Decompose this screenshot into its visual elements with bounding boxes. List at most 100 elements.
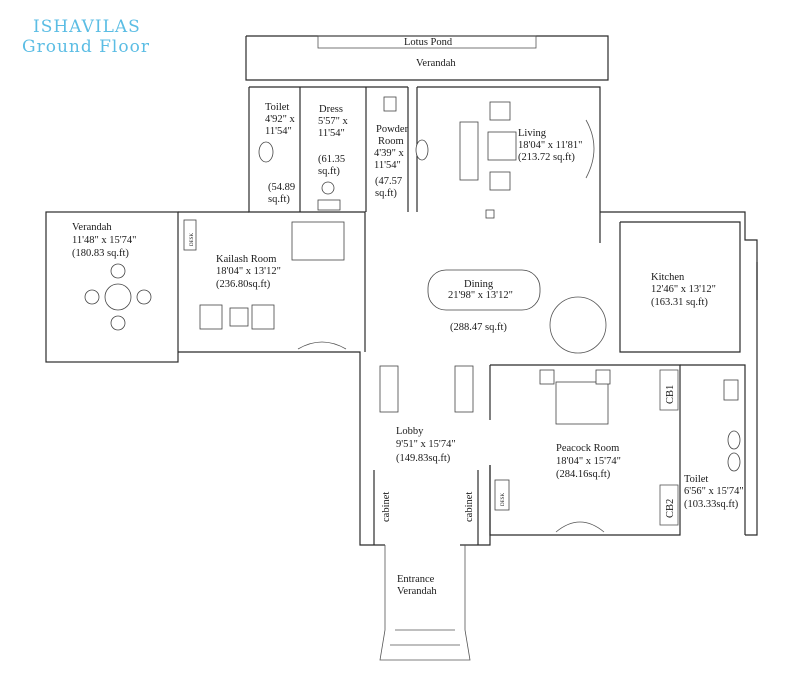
verandah-chair-top (110, 263, 126, 279)
room-dim: 5'57" x (318, 116, 349, 127)
room-dim: 6'56" x 15'74" (684, 486, 744, 497)
room-peacock: Peacock Room 18'04" x 15'74" (284.16sq.f… (556, 443, 621, 480)
room-lobby: Lobby 9'51" x 15'74" (149.83sq.ft) (396, 426, 456, 464)
room-kailash: Kailash Room 18'04" x 13'12" (236.80sq.f… (216, 254, 281, 290)
lobby-left-wall (359, 362, 385, 546)
right-toilet-basin-1 (727, 430, 741, 450)
peacock-arc (555, 521, 605, 533)
room-name: Verandah (397, 586, 437, 597)
room-dim: 12'46" x 13'12" (651, 284, 716, 295)
cb1-label: CB1 (665, 385, 676, 404)
living-walls (417, 86, 601, 243)
room-name: Kailash Room (216, 254, 276, 265)
room-name: Entrance (397, 574, 435, 585)
room-dim: 9'51" x 15'74" (396, 439, 456, 450)
room-name: Verandah (72, 222, 112, 233)
room-name: Room (378, 136, 404, 147)
living-table (487, 131, 517, 161)
room-area: sq.ft) (375, 188, 397, 199)
room-toilet-top: Toilet 4'92" x 11'54" (54.89 sq.ft) (265, 102, 296, 205)
room-dim: 11'54" (374, 160, 401, 171)
room-living: Living 18'04" x 11'81" (213.72 sq.ft) (518, 128, 582, 163)
cabinet-right-label: cabinet (464, 492, 475, 522)
cb2-cabinet (659, 484, 679, 526)
room-area: (61.35 (318, 154, 345, 165)
room-dress: Dress 5'57" x 11'54" (61.35 sq.ft) (318, 104, 349, 177)
powder-basin (415, 139, 429, 161)
left-verandah-outline (45, 211, 179, 363)
desk-kailash-label: DESK (190, 233, 195, 246)
lobby-right-wall (460, 465, 491, 546)
room-area: (284.16sq.ft) (556, 469, 611, 480)
room-area: (54.89 (268, 182, 295, 193)
powder-wc (383, 96, 397, 112)
room-area: (163.31 sq.ft) (651, 297, 708, 308)
walls (45, 35, 758, 661)
verandah-chair-right (136, 289, 152, 305)
room-name: Lobby (396, 426, 424, 437)
room-name: Living (518, 128, 547, 139)
lotus-pond-outline (317, 35, 537, 49)
room-name: Toilet (684, 474, 708, 485)
right-toilet-walls (680, 364, 746, 535)
room-name: Powder (376, 124, 409, 135)
lobby-sofa-right (454, 365, 474, 413)
room-dim: 18'04" x 15'74" (556, 456, 621, 467)
room-dim: 11'54" (318, 128, 345, 139)
room-area: sq.ft) (318, 166, 340, 177)
kitchen-walls (619, 221, 741, 353)
room-dim: 11'48" x 15'74" (72, 235, 136, 246)
room-dim: 4'92" x (265, 114, 296, 125)
dining-table (427, 269, 541, 311)
room-toilet-right: Toilet 6'56" x 15'74" (103.33sq.ft) (684, 474, 744, 510)
room-name: Kitchen (651, 272, 685, 283)
room-dining: Dining 21'98" x 13'12" (288.47 sq.ft) (448, 279, 513, 333)
room-dim: 11'54" (265, 126, 292, 137)
room-area: (236.80sq.ft) (216, 279, 271, 290)
right-outer-wall (600, 211, 758, 536)
kailash-desk (183, 219, 197, 251)
room-name: Toilet (265, 102, 289, 113)
room-area: (47.57 (375, 176, 402, 187)
lotus-pond-label: Lotus Pond (404, 37, 453, 48)
verandah-chair-bottom (110, 315, 126, 331)
kailash-bottom-wall (178, 351, 361, 362)
cb1-cabinet (659, 369, 679, 411)
living-armchair-top (489, 101, 511, 121)
room-area: (103.33sq.ft) (684, 499, 739, 510)
room-area: (149.83sq.ft) (396, 453, 451, 464)
cabinet-left-label: cabinet (381, 492, 392, 522)
living-arc (585, 119, 595, 179)
peacock-desk (494, 479, 510, 511)
right-toilet-wc (723, 379, 739, 401)
verandah-chair-left (84, 289, 100, 305)
kailash-chair-right (251, 304, 275, 330)
entrance-verandah-outline (379, 545, 471, 661)
room-dim: 21'98" x 13'12" (448, 290, 513, 301)
kailash-bed (291, 221, 345, 261)
top-verandah-label: Verandah (416, 58, 456, 69)
room-dim: 18'04" x 11'81" (518, 140, 582, 151)
desk-peacock-label: DESK (501, 493, 506, 506)
spiral-stair (549, 296, 607, 354)
plan-title-line1: ISHAVILAS (33, 17, 141, 37)
peacock-side-table-right (595, 369, 611, 385)
toilet-top-basin (258, 141, 274, 163)
dress-dresser (317, 199, 341, 211)
peacock-side-table-left (539, 369, 555, 385)
room-dim: 4'39" x (374, 148, 405, 159)
lobby-sofa-left (379, 365, 399, 413)
plan-title-line2: Ground Floor (22, 37, 150, 57)
cb2-label: CB2 (665, 499, 676, 518)
kailash-table (229, 307, 249, 327)
room-verandah-left: Verandah 11'48" x 15'74" (180.83 sq.ft) (72, 222, 136, 259)
room-kitchen: Kitchen 12'46" x 13'12" (163.31 sq.ft) (651, 272, 716, 308)
room-name: Dining (464, 279, 494, 290)
room-area: (180.83 sq.ft) (72, 248, 129, 259)
room-area: sq.ft) (268, 194, 290, 205)
dress-stool (321, 181, 335, 195)
room-name: Peacock Room (556, 443, 619, 454)
kailash-arc (297, 341, 347, 350)
